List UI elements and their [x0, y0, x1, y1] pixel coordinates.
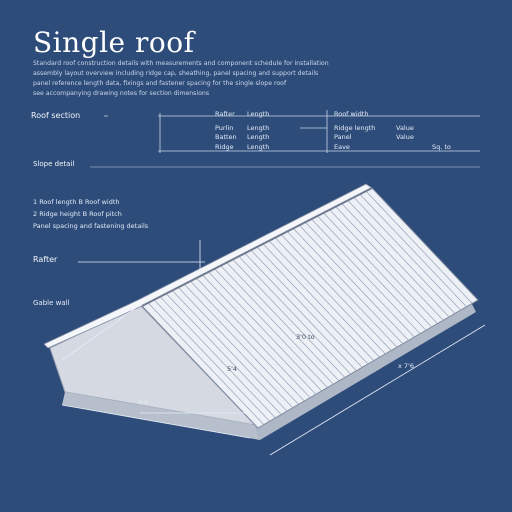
table-c2-r3: Length [247, 133, 270, 141]
roof-rib [244, 252, 357, 371]
roof-rib [274, 237, 386, 355]
roof-rib [214, 268, 328, 388]
dim-lower-label: 5'4 [227, 365, 238, 373]
table-frame [104, 110, 480, 153]
table-c1-r2: Purlin [215, 124, 234, 132]
roof-rib [250, 249, 363, 368]
roof-rib [323, 212, 432, 328]
roof-rib [293, 228, 403, 345]
ridge-detail-label: Slope detail [33, 160, 75, 168]
roof-rib [305, 221, 415, 338]
roof-rib [299, 225, 409, 341]
roof-rib [262, 243, 375, 361]
roof-rib [232, 259, 346, 378]
roof-rib [238, 256, 351, 375]
roof-rib [341, 203, 450, 318]
dim-right-label: x 7'6 [398, 362, 414, 370]
roof-rib [165, 293, 282, 415]
roof-ribs [147, 190, 473, 425]
table-c2-r1: Length [247, 110, 270, 118]
roof-rib [287, 231, 398, 348]
dim-center-label: 3'0 to [296, 333, 315, 341]
list-item-3: Panel spacing and fastening details [33, 222, 149, 230]
roof-rib [178, 287, 293, 409]
rafter-label: Rafter [33, 255, 58, 264]
table-c2-r2: Length [247, 124, 270, 132]
roof-rib [317, 215, 427, 331]
list-item-2: 2 Ridge height B Roof pitch [33, 210, 122, 218]
description-line-1: Standard roof construction details with … [33, 60, 329, 67]
wall-base [62, 392, 260, 440]
front-wall [255, 300, 476, 440]
roof-rib [359, 193, 467, 307]
roof-rib [196, 277, 311, 398]
roof-rib [190, 280, 305, 402]
table-c3-r3: Panel [334, 133, 352, 141]
roof-rib [153, 299, 270, 422]
roof-rib [311, 218, 421, 334]
roof-rib [256, 246, 369, 365]
dimension-lines [61, 240, 486, 456]
roof-rib [280, 234, 392, 351]
roof-rib [202, 274, 317, 395]
roof-rib [208, 271, 322, 392]
roof-rib [268, 240, 380, 358]
table-c3-r4: Eave [334, 143, 350, 151]
list-item-1: 1 Roof length B Roof width [33, 198, 120, 206]
description-line-2: assembly layout overview including ridge… [33, 70, 319, 77]
table-c1-r3: Batten [215, 133, 237, 141]
table-c3-r1: Roof width [334, 110, 369, 118]
roof-rib [159, 296, 276, 419]
table-c4-r3: Value [396, 133, 414, 141]
description-line-3: panel reference length data, fixings and… [33, 80, 287, 87]
table-c4-r2: Value [396, 124, 414, 132]
roof-rib [329, 209, 438, 324]
table-c1-r4: Ridge [215, 143, 234, 151]
roof-rib [184, 284, 299, 405]
roof-rib [353, 197, 461, 311]
roof-rib [172, 290, 288, 412]
description-line-4: see accompanying drawing notes for secti… [33, 90, 210, 97]
dim-base-label: 4'3 [138, 398, 149, 406]
table-c3-r2: Ridge length [334, 124, 376, 132]
ridge-cap [141, 187, 373, 307]
roof-rib [220, 265, 334, 385]
gable-label: Gable wall [33, 299, 70, 307]
roof-section-label: Roof section [31, 111, 81, 120]
roof-rib [365, 190, 473, 304]
roof-rib [347, 200, 456, 314]
roof-rib [226, 262, 340, 382]
table-c2-r4: Length [247, 143, 270, 151]
table-c1-r1: Rafter [215, 110, 235, 118]
roof-rib [335, 206, 444, 321]
table-c4-r4: Sq. to [432, 143, 451, 151]
diagram-title: Single roof [33, 26, 195, 59]
roof-rib [147, 302, 265, 425]
